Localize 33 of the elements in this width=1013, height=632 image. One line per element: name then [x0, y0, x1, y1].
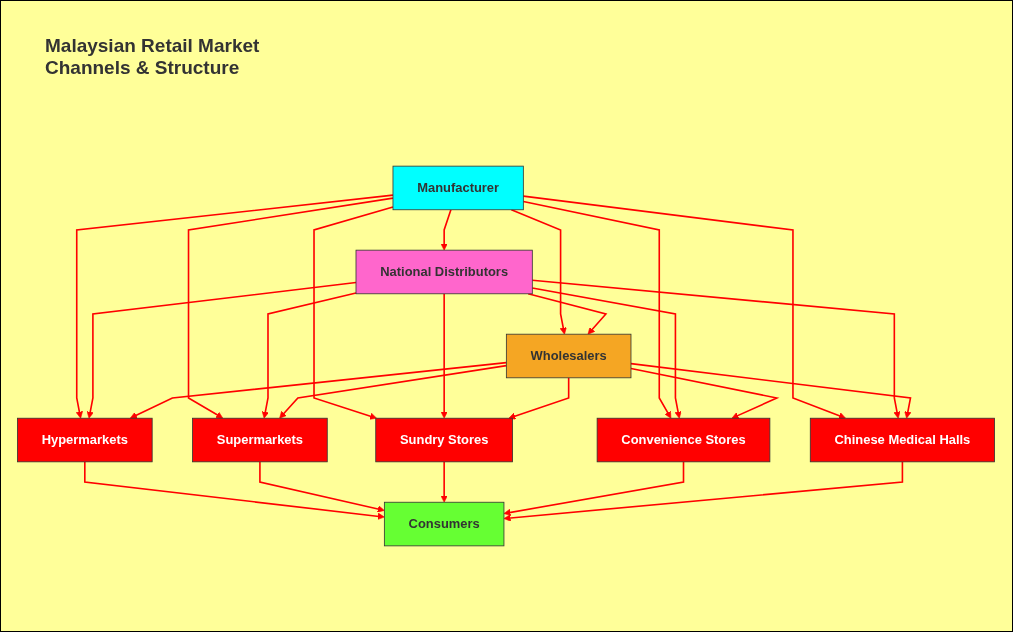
arrow: [313, 206, 394, 420]
arrow: [503, 461, 904, 522]
arrow: [440, 461, 448, 503]
arrow: [531, 287, 682, 419]
arrow: [75, 194, 394, 419]
diagram-title: Malaysian Retail Market Channels & Structure: [45, 35, 261, 79]
node-box: National Distributors: [355, 249, 533, 295]
arrow: [279, 364, 508, 419]
arrow: [531, 279, 901, 419]
node-box: Manufacturer: [392, 165, 524, 211]
arrow: [522, 200, 672, 419]
arrow: [522, 195, 846, 420]
arrow: [261, 292, 357, 419]
node-box: Consumers: [383, 501, 505, 547]
node-box: Sundry Stores: [375, 417, 513, 463]
node-box: Hypermarkets: [17, 417, 153, 463]
arrow: [508, 377, 570, 420]
node-box: Supermarkets: [192, 417, 328, 463]
arrow: [440, 208, 452, 251]
arrow: [503, 461, 685, 516]
arrow: [129, 361, 508, 419]
arrow: [630, 367, 780, 419]
arrow: [187, 197, 394, 419]
node-box: Wholesalers: [505, 333, 632, 379]
arrow: [440, 293, 448, 419]
arrow: [527, 293, 608, 335]
node-box: Chinese Medical Halls: [809, 417, 995, 463]
arrow: [630, 362, 912, 419]
arrow: [510, 208, 567, 335]
arrow: [259, 461, 385, 513]
arrow: [84, 461, 385, 520]
arrow: [86, 281, 357, 419]
node-box: Convenience Stores: [596, 417, 771, 463]
